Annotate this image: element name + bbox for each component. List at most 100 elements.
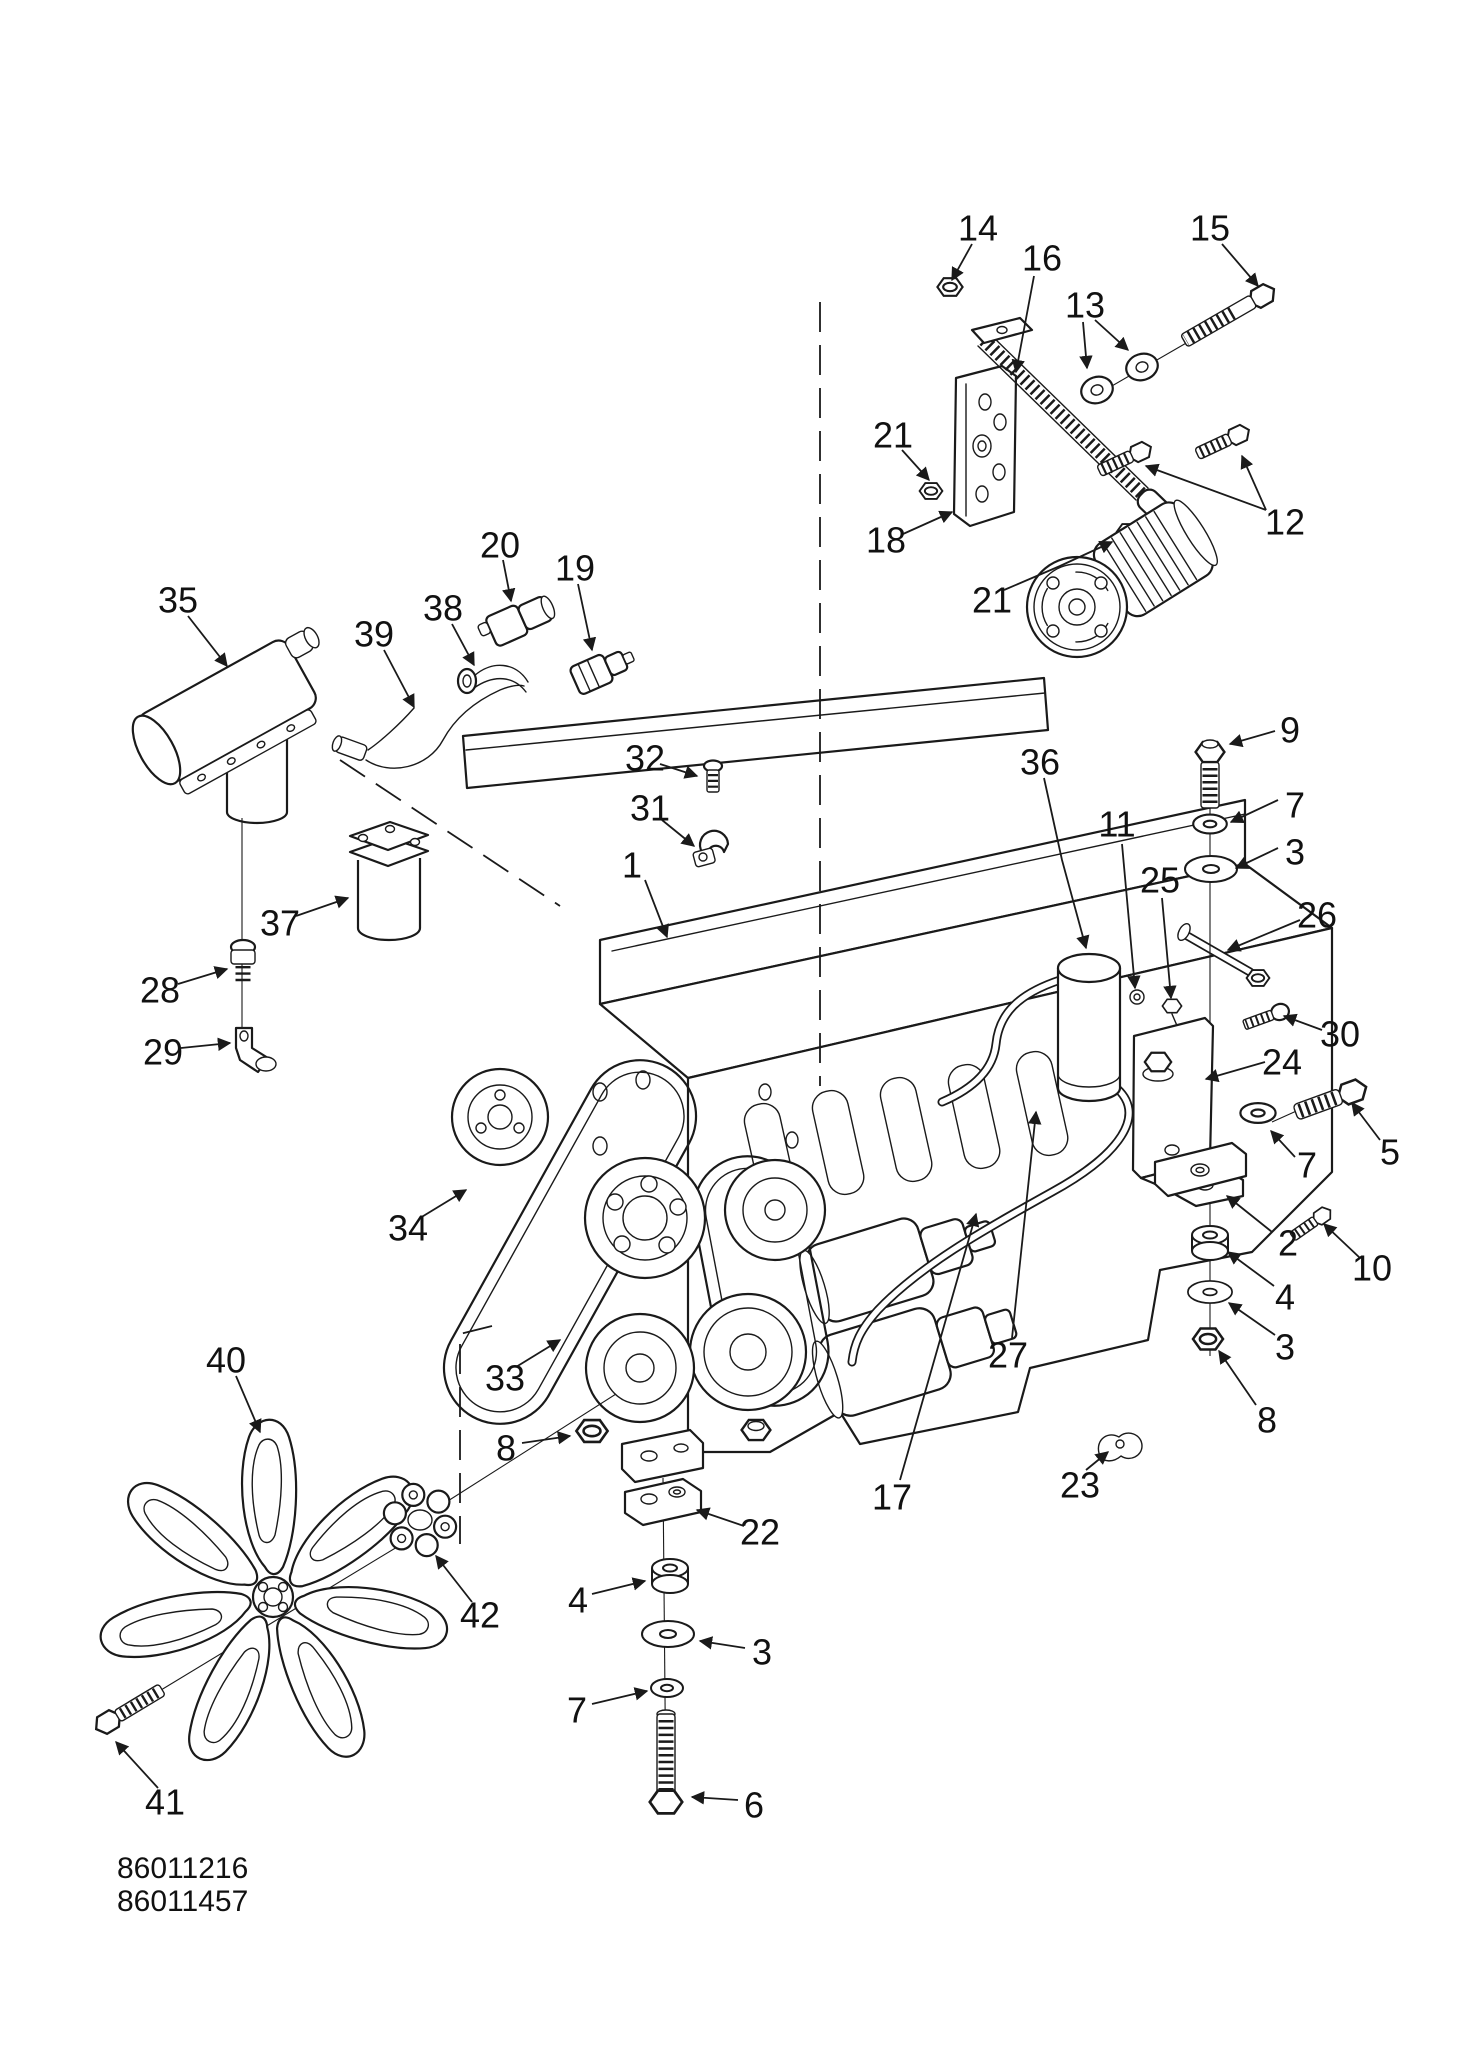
part-label-4: 4 [1275, 1277, 1295, 1318]
drawing-number-2: 86011457 [117, 1885, 248, 1918]
washer-3-upper [1184, 855, 1238, 883]
washer-7-lower [1239, 1101, 1277, 1125]
leader-line-7 [1229, 799, 1279, 823]
washer-3-right [1187, 1280, 1233, 1304]
bolt-5 [1293, 1075, 1371, 1120]
reservoir-canister [847, 923, 1269, 1367]
leader-line-22 [695, 1507, 745, 1527]
bolt-10 [1289, 1203, 1336, 1241]
oil-pan-plug [740, 1418, 772, 1442]
leader-line-39 [383, 649, 415, 709]
part-label-3: 3 [752, 1632, 772, 1673]
leader-line-38 [451, 623, 475, 667]
leader-line-13 [1094, 319, 1129, 351]
fan-group [90, 1393, 617, 1762]
flanged-drive-pulley [583, 1156, 707, 1280]
plate-2 [1153, 1141, 1248, 1198]
leader-line-4 [1226, 1251, 1275, 1287]
grommet-11 [1129, 989, 1145, 1005]
part-label-12: 12 [1265, 502, 1305, 543]
mounting-bracket-18 [952, 364, 1018, 528]
part-label-16: 16 [1022, 238, 1062, 279]
washers-13 [1080, 352, 1159, 405]
leader-line-28 [177, 966, 229, 985]
leader-line-4 [591, 1577, 647, 1595]
part-label-7: 7 [1285, 785, 1305, 826]
muffler-35 [131, 626, 320, 825]
part-label-40: 40 [206, 1340, 246, 1381]
part-label-27: 27 [988, 1335, 1028, 1376]
part-label-39: 39 [354, 614, 394, 655]
leader-line-14 [951, 243, 973, 282]
washer-3-bottom [641, 1620, 695, 1648]
part-label-38: 38 [423, 588, 463, 629]
leader-line-21 [1003, 540, 1114, 591]
heat-shield-plate [461, 676, 1050, 790]
drawing-number-1: 86011216 [117, 1852, 248, 1885]
fan-blades [99, 1418, 449, 1762]
leader-line-34 [419, 1189, 468, 1219]
leader-line-40 [235, 1375, 262, 1434]
part-label-15: 15 [1190, 208, 1230, 249]
bushing-4-bottom [651, 1558, 689, 1594]
fan-spacer-42 [382, 1482, 458, 1558]
washer-7-upper [1192, 813, 1228, 835]
engine-mount-foot [620, 1428, 705, 1484]
leader-line-27 [1011, 1110, 1042, 1339]
leader-line-3 [1234, 847, 1279, 869]
part-label-3: 3 [1275, 1327, 1295, 1368]
part-label-19: 19 [555, 548, 595, 589]
leader-line-8 [1218, 1349, 1257, 1406]
part-label-9: 9 [1280, 710, 1300, 751]
leader-line-12 [1144, 463, 1267, 511]
washer-7-bottom [650, 1678, 684, 1698]
injection-pump-cylinders [799, 1217, 1018, 1419]
part-label-23: 23 [1060, 1465, 1100, 1506]
leader-line-1 [644, 879, 669, 939]
valve-20 [477, 595, 556, 647]
leader-line-33 [515, 1339, 562, 1368]
fan-40 [99, 1418, 449, 1762]
part-label-13: 13 [1065, 285, 1105, 326]
pipe-26 [1177, 923, 1269, 986]
part-label-8: 8 [1257, 1400, 1277, 1441]
part-label-24: 24 [1262, 1042, 1302, 1083]
leader-line-42 [435, 1554, 473, 1603]
part-label-14: 14 [958, 208, 998, 249]
part-label-21: 21 [873, 415, 913, 456]
idler-pulley [723, 1158, 827, 1262]
leader-line-11 [1121, 843, 1141, 990]
leader-line-15 [1221, 243, 1259, 288]
engine-face-holes [592, 1070, 799, 1182]
clamp-31 [692, 829, 730, 868]
part-label-3: 3 [1285, 832, 1305, 873]
part-label-10: 10 [1352, 1248, 1392, 1289]
leader-line-31 [661, 819, 696, 847]
bolt-9 [1194, 739, 1226, 809]
wire-39 [331, 684, 525, 769]
bolt-41 [90, 1684, 165, 1739]
part-label-22: 22 [740, 1512, 780, 1553]
part-label-26: 26 [1297, 895, 1337, 936]
leader-line-24 [1204, 1061, 1266, 1083]
part-label-7: 7 [567, 1690, 587, 1731]
leader-line-7 [1270, 1130, 1296, 1158]
clip-23 [1097, 1432, 1143, 1462]
part-label-37: 37 [260, 903, 300, 944]
leader-line-26 [1226, 919, 1301, 952]
leader-line-7 [591, 1687, 649, 1705]
nut-21-upper [920, 483, 943, 499]
leader-line-25 [1161, 897, 1177, 1000]
leader-line-3 [698, 1636, 746, 1650]
bottom-mount-stack [576, 1420, 703, 1815]
clutch-plate [1025, 555, 1129, 659]
part-label-41: 41 [145, 1782, 185, 1823]
nut-8-left [576, 1420, 607, 1442]
part-label-25: 25 [1140, 860, 1180, 901]
compressor-group [920, 278, 1280, 659]
part-label-31: 31 [630, 788, 670, 829]
leader-line-16 [1011, 275, 1035, 374]
